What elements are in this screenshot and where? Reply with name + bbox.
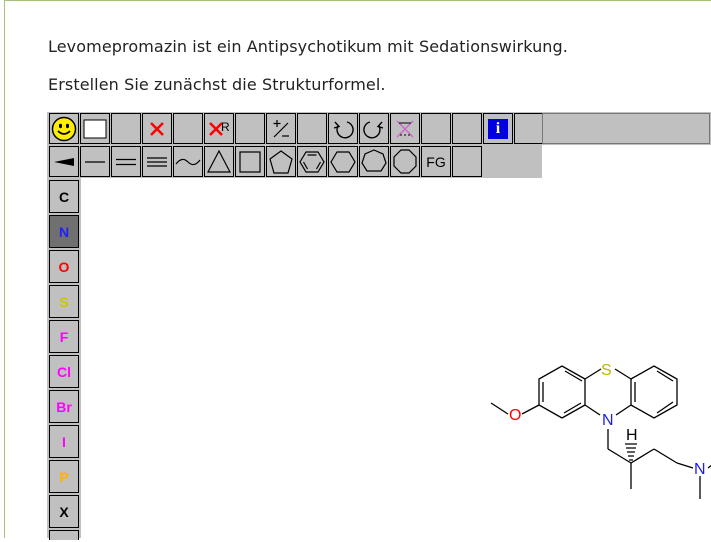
- molecule-structure: S N O H N: [490, 362, 711, 499]
- smiley-icon: [51, 116, 77, 141]
- atom-label-s: S: [601, 362, 612, 379]
- hexagon-ring-icon: [330, 150, 356, 173]
- ring4-button[interactable]: [235, 146, 265, 177]
- redo-arrow-icon: [363, 120, 384, 138]
- atom-button-n[interactable]: N: [49, 215, 79, 248]
- empty-tool-button-2[interactable]: [173, 113, 203, 144]
- r-group-label: R: [221, 120, 230, 134]
- atom-symbol: Cl: [57, 363, 71, 380]
- double-bond-button[interactable]: [111, 146, 141, 177]
- ring3-button[interactable]: [204, 146, 234, 177]
- atom-symbol: I: [62, 433, 66, 450]
- clear-canvas-button[interactable]: [80, 113, 110, 144]
- functional-group-button[interactable]: FG: [421, 146, 451, 177]
- triple-bond-button[interactable]: [142, 146, 172, 177]
- benzene-button[interactable]: [297, 146, 327, 177]
- empty-tool-button-5[interactable]: [421, 113, 451, 144]
- chain-button[interactable]: [173, 146, 203, 177]
- delete-button[interactable]: [142, 113, 172, 144]
- question-text-line2: Erstellen Sie zunächst die Strukturforme…: [48, 75, 386, 94]
- toolbar-row-bonds-rings: FG: [47, 145, 542, 178]
- empty-tool-button-7[interactable]: [514, 113, 544, 144]
- atom-button-p[interactable]: P: [49, 460, 79, 493]
- question-text-line1: Levomepromazin ist ein Antipsychotikum m…: [48, 37, 568, 56]
- atom-button-x[interactable]: X: [49, 495, 79, 528]
- info-button[interactable]: i: [483, 113, 513, 144]
- atom-label-h: H: [626, 427, 638, 444]
- atom-button-cl[interactable]: Cl: [49, 355, 79, 388]
- delete-x-icon: [150, 121, 164, 136]
- ring8-button[interactable]: [390, 146, 420, 177]
- double-bond-icon: [116, 158, 136, 165]
- heptagon-ring-icon: [361, 148, 387, 172]
- atom-symbol: S: [59, 293, 69, 310]
- atom-label-n-amine: N: [694, 461, 706, 478]
- toolbar-row-top: R: [47, 112, 711, 145]
- atom-symbol: F: [59, 328, 69, 345]
- atom-symbol: X: [59, 503, 69, 520]
- toolbar-spacer: [542, 113, 710, 144]
- atom-symbol: N: [58, 223, 70, 240]
- delete-r-group-icon: R: [209, 120, 230, 136]
- triple-bond-icon: [147, 156, 167, 167]
- atom-label-o: O: [509, 407, 521, 424]
- atom-symbol: O: [58, 258, 70, 275]
- content-frame: [4, 0, 711, 538]
- atom-button-c[interactable]: C: [49, 180, 79, 213]
- empty-tool-button-1[interactable]: [111, 113, 141, 144]
- structure-editor: R: [47, 112, 711, 540]
- ring5-button[interactable]: [266, 146, 296, 177]
- atom-button-i[interactable]: I: [49, 425, 79, 458]
- charge-plus-minus-icon: [273, 119, 289, 137]
- wedge-bond-icon: [54, 157, 74, 166]
- single-bond-button[interactable]: [80, 146, 110, 177]
- blank-page-icon: [83, 119, 107, 138]
- square-ring-icon: [239, 150, 261, 173]
- ring7-button[interactable]: [359, 146, 389, 177]
- redo-button[interactable]: [359, 113, 389, 144]
- drawing-canvas[interactable]: S N O H N: [81, 178, 711, 538]
- atom-symbol: P: [59, 468, 69, 485]
- atom-button-s[interactable]: S: [49, 285, 79, 318]
- atom-symbol: Br: [56, 398, 72, 415]
- empty-tool-button-3[interactable]: [235, 113, 265, 144]
- empty-tool-button-6[interactable]: [452, 113, 482, 144]
- functional-group-label: FG: [426, 153, 446, 170]
- benzene-ring-icon: [299, 150, 325, 173]
- atom-label-n-ring: N: [602, 412, 614, 429]
- ring6-button[interactable]: [328, 146, 358, 177]
- undo-button[interactable]: [328, 113, 358, 144]
- toolbar-row2-blank: [542, 145, 711, 178]
- smiley-menu-button[interactable]: [49, 113, 79, 144]
- empty-tool-button-8[interactable]: [452, 146, 482, 177]
- delete-group-button[interactable]: R: [204, 113, 234, 144]
- atom-symbol: C: [58, 188, 70, 205]
- wedge-bond-button[interactable]: [49, 146, 79, 177]
- stereo-hash-bond: [625, 443, 637, 461]
- content-frame-top: [4, 0, 711, 1]
- info-icon: i: [488, 118, 508, 139]
- single-bond-icon: [85, 160, 105, 163]
- atom-button-f[interactable]: F: [49, 320, 79, 353]
- clean-cross-icon: [396, 120, 414, 137]
- triangle-ring-icon: [207, 149, 231, 173]
- undo-arrow-icon: [333, 120, 354, 138]
- empty-tool-button-4[interactable]: [297, 113, 327, 144]
- atom-button-more[interactable]: [49, 530, 79, 540]
- atom-palette: C N O S F Cl Br I P X: [47, 178, 81, 540]
- atom-button-br[interactable]: Br: [49, 390, 79, 423]
- chain-wave-icon: [175, 158, 201, 165]
- charge-button[interactable]: [266, 113, 296, 144]
- pentagon-ring-icon: [269, 149, 293, 174]
- atom-button-o[interactable]: O: [49, 250, 79, 283]
- octagon-ring-icon: [393, 148, 417, 174]
- molecule-bonds: [490, 365, 711, 499]
- clean-structure-button[interactable]: [390, 113, 420, 144]
